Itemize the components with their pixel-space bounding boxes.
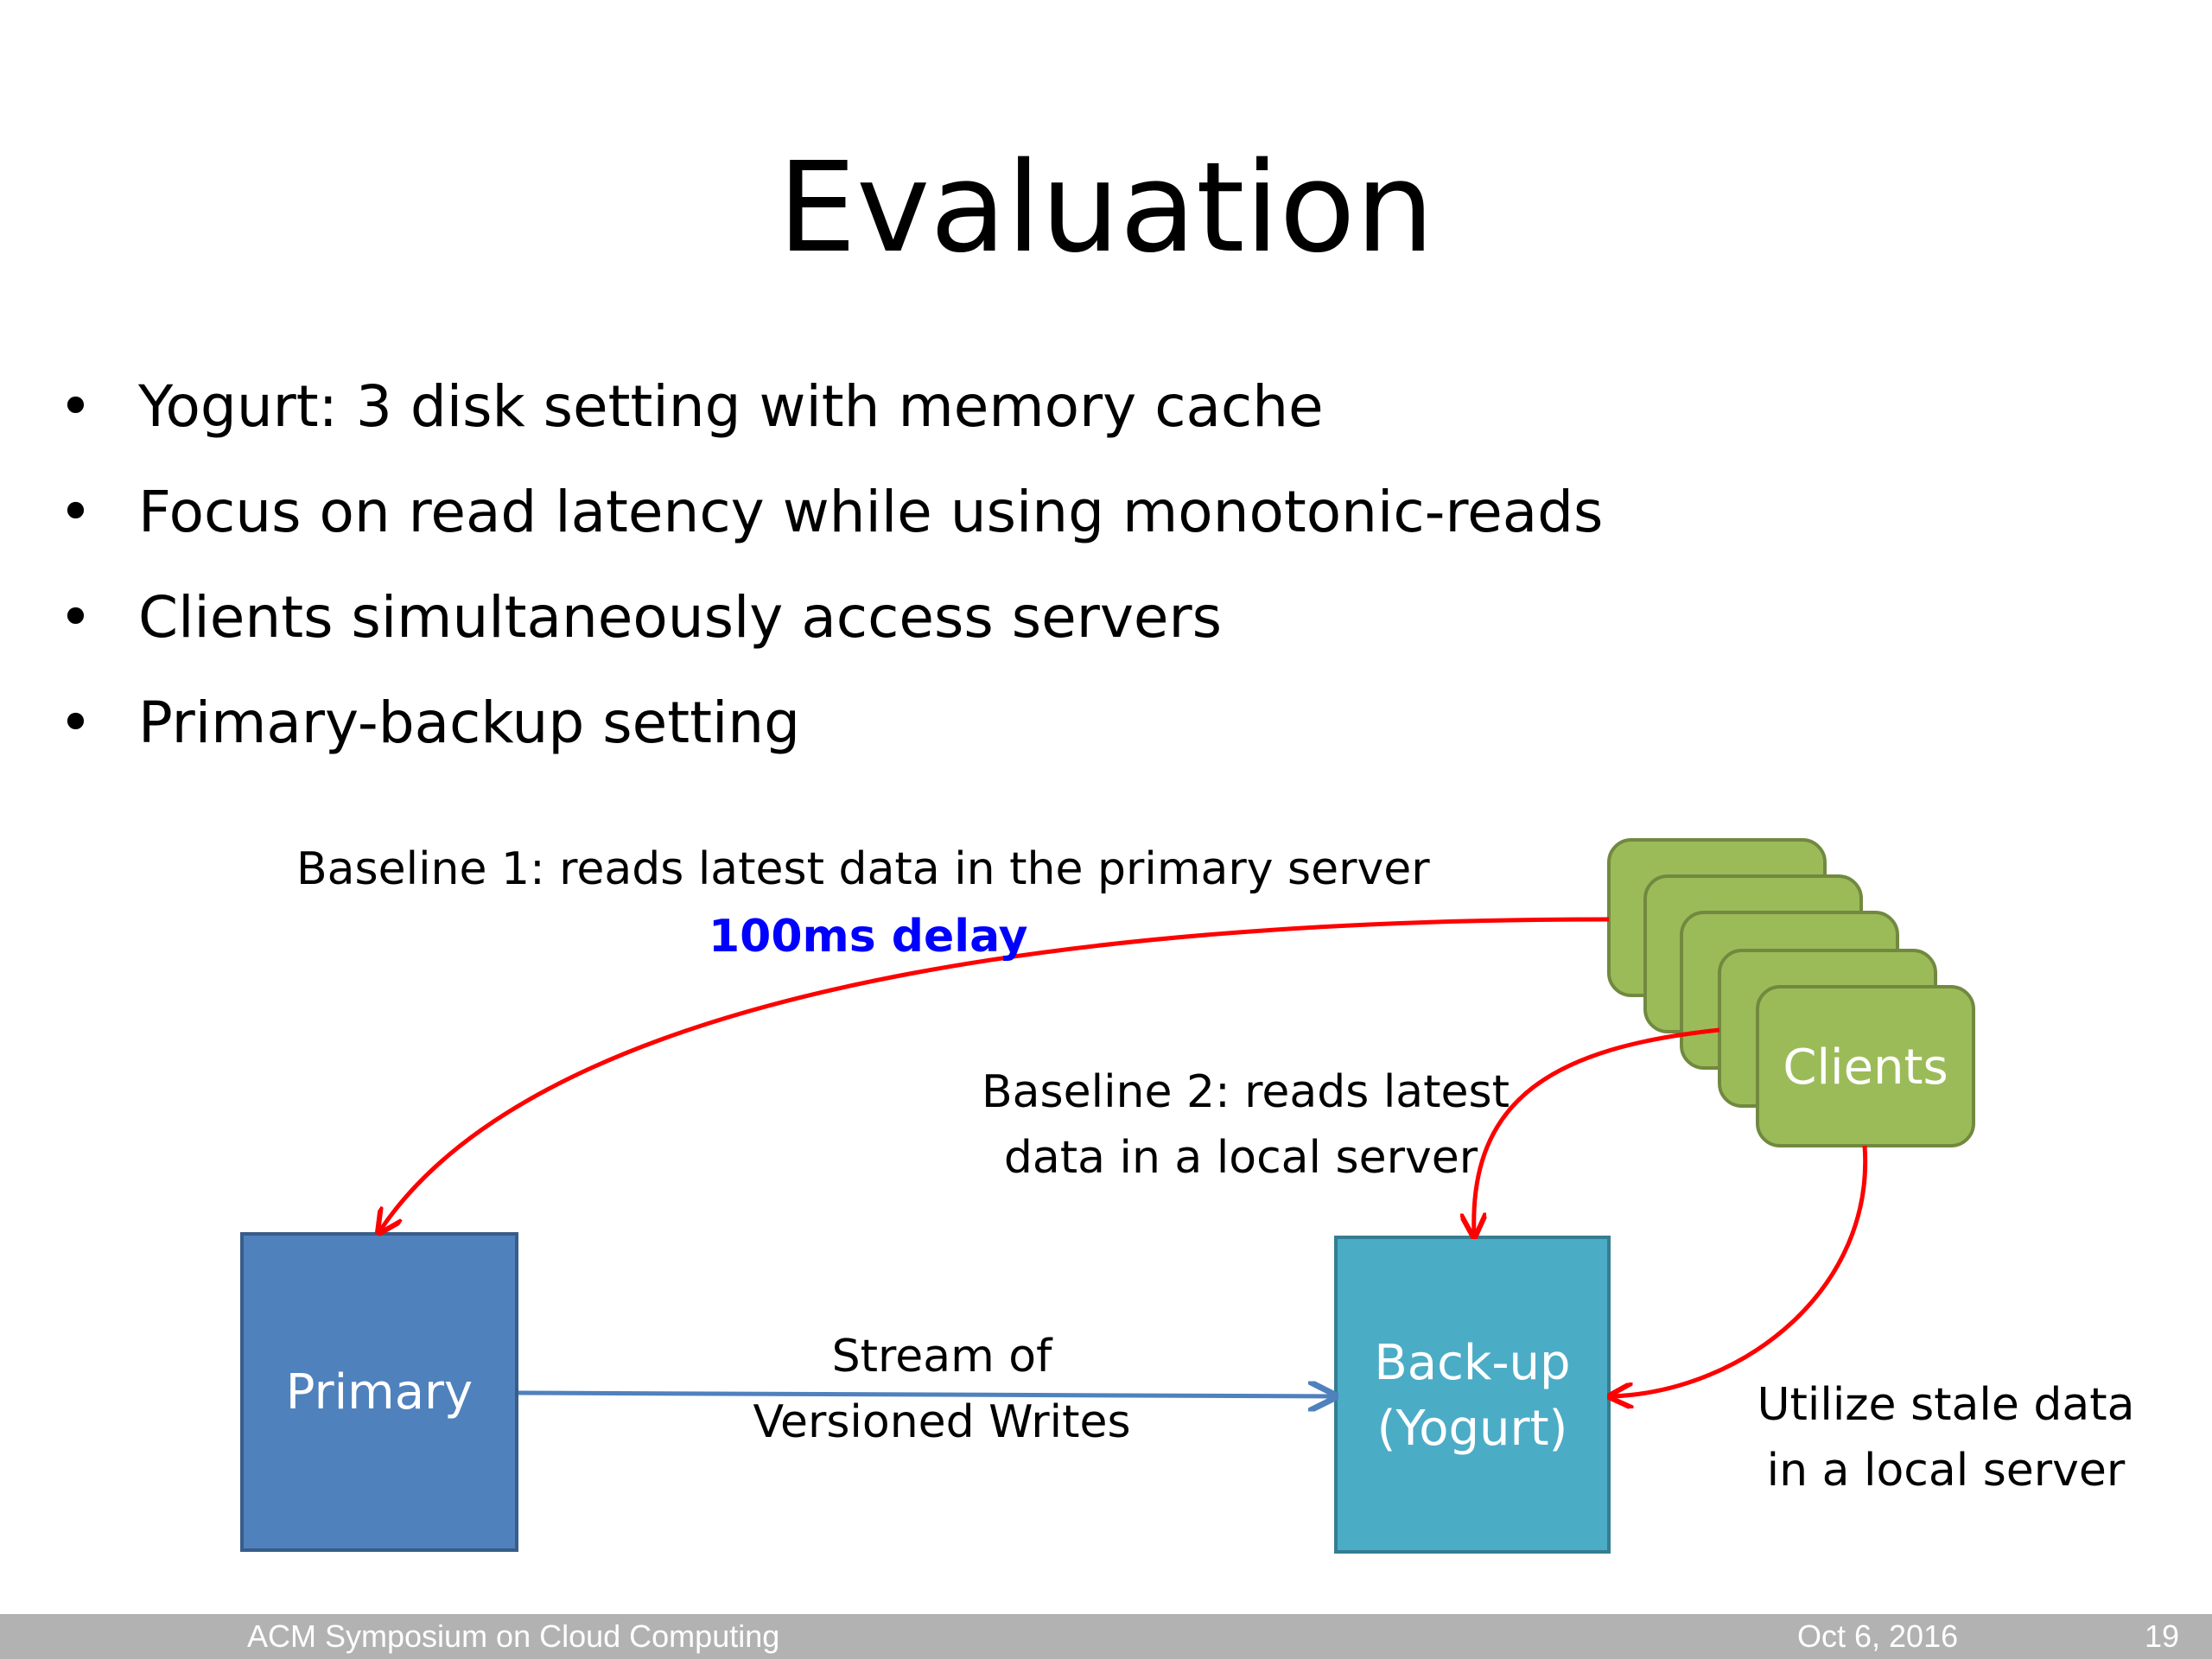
- bullet-icon: •: [59, 479, 92, 545]
- bullet-text: Yogurt: 3 disk setting with memory cache: [138, 373, 1324, 440]
- bullet-item: • Primary-backup setting: [52, 671, 1603, 776]
- stream-label: Stream of Versioned Writes: [709, 1324, 1175, 1455]
- baseline2-line1: Baseline 2: reads latest: [982, 1066, 1510, 1118]
- footer-conference: ACM Symposium on Cloud Computing: [247, 1618, 780, 1654]
- baseline2-label: Baseline 2: reads latest data in a local…: [982, 1059, 1510, 1191]
- primary-label: Primary: [285, 1364, 474, 1421]
- bullet-text: Clients simultaneously access servers: [138, 584, 1223, 651]
- stale-data-arrow: [1612, 1145, 1868, 1396]
- bullet-icon: •: [59, 373, 92, 440]
- bullet-list: • Yogurt: 3 disk setting with memory cach…: [52, 354, 1603, 776]
- clients-label: Clients: [1783, 1039, 1948, 1096]
- baseline2-line2: data in a local server: [1003, 1132, 1478, 1184]
- footer-page-number: 19: [2145, 1618, 2180, 1654]
- backup-label: Back-up (Yogurt): [1336, 1331, 1609, 1462]
- backup-box: [1334, 1236, 1611, 1554]
- clients-stack: [1607, 838, 1975, 1147]
- stream-line1: Stream of: [831, 1331, 1052, 1382]
- footer-date: Oct 6, 2016: [1797, 1618, 1959, 1654]
- stale-data-label: Utilize stale data in a local server: [1738, 1372, 2153, 1503]
- delay-label: 100ms delay: [709, 911, 1028, 963]
- backup-line1: Back-up: [1374, 1335, 1571, 1391]
- slide-footer: ACM Symposium on Cloud Computing Oct 6, …: [0, 1614, 2212, 1659]
- stale-line1: Utilize stale data: [1757, 1379, 2135, 1431]
- baseline1-label: Baseline 1: reads latest data in the pri…: [296, 843, 1430, 895]
- bullet-icon: •: [59, 584, 92, 651]
- bullet-text: Focus on read latency while using monoto…: [138, 479, 1604, 545]
- bullet-item: • Yogurt: 3 disk setting with memory cach…: [52, 354, 1603, 460]
- stale-line2: in a local server: [1766, 1445, 2126, 1497]
- slide-title: Evaluation: [778, 135, 1434, 280]
- baseline2-arrow: [1474, 1027, 1720, 1234]
- versioned-writes-arrow: [518, 1393, 1332, 1396]
- bullet-item: • Clients simultaneously access servers: [52, 565, 1603, 671]
- backup-line2: (Yogurt): [1376, 1401, 1568, 1457]
- bullet-text: Primary-backup setting: [138, 690, 801, 756]
- bullet-icon: •: [59, 690, 92, 756]
- bullet-item: • Focus on read latency while using monot…: [52, 460, 1603, 565]
- baseline1-arrow: [380, 917, 1610, 1230]
- stream-line2: Versioned Writes: [753, 1396, 1131, 1448]
